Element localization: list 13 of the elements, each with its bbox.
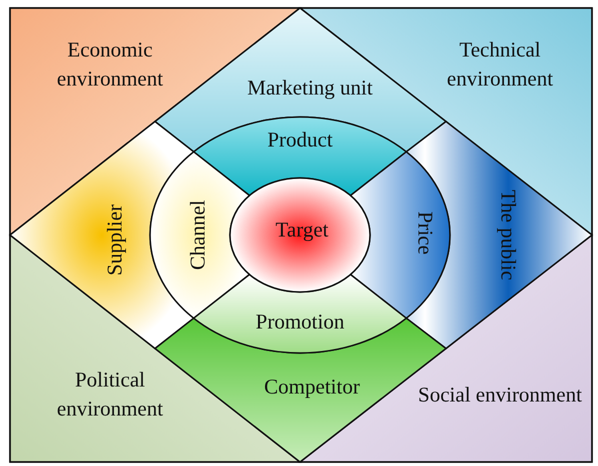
area-label: Supplier [101, 204, 128, 276]
area-label: Economic environment [56, 36, 164, 93]
area-label: Social environment [417, 381, 583, 408]
area-label: Technical environment [446, 36, 554, 93]
area-label: Price [412, 211, 439, 255]
area-label: Political environment [56, 366, 164, 423]
area-label: Competitor [264, 373, 360, 400]
area-label: Promotion [256, 308, 344, 336]
area-label: Channel [184, 200, 210, 270]
area-label: The public [496, 190, 522, 280]
area-label: Target [276, 216, 328, 244]
area-label: Marketing unit [247, 74, 373, 102]
area-label: Product [267, 126, 333, 154]
